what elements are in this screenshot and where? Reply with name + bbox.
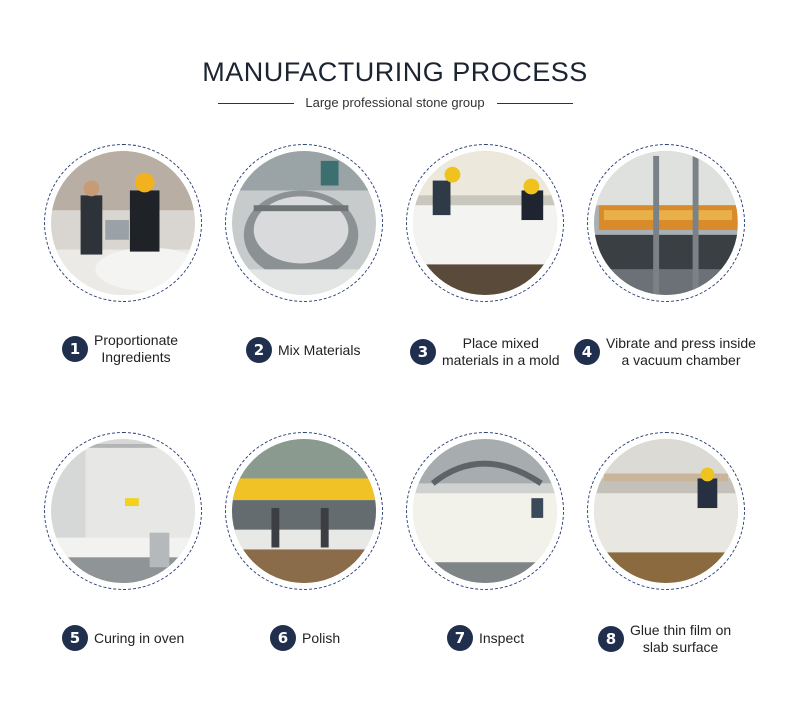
step-2-text: Mix Materials: [278, 341, 361, 358]
step-6-photo: [225, 432, 383, 590]
step-7-label: 7 Inspect: [447, 625, 524, 651]
step-7-photo: [406, 432, 564, 590]
step-2-number-badge: 2: [246, 337, 272, 363]
step-2-label: 2 Mix Materials: [246, 337, 360, 363]
step-7-text: Inspect: [479, 629, 525, 646]
step-2-photo: [225, 144, 383, 302]
step-3-photo: [406, 144, 564, 302]
step-5-number-badge: 5: [62, 625, 88, 651]
step-4-number-badge: 4: [574, 339, 600, 365]
step-4-label: 4 Vibrate and press inside a vacuum cham…: [574, 335, 756, 369]
divider-left: [218, 103, 294, 104]
step-1-text: Proportionate Ingredients: [94, 332, 179, 365]
step-3-number-badge: 3: [410, 339, 436, 365]
step-6-text: Polish: [302, 629, 341, 646]
step-8-number-badge: 8: [598, 626, 624, 652]
step-5-label: 5 Curing in oven: [62, 625, 184, 651]
subtitle-row: Large professional stone group: [0, 94, 790, 112]
step-5-photo: [44, 432, 202, 590]
page-subtitle: Large professional stone group: [305, 95, 485, 110]
step-1-photo: [44, 144, 202, 302]
header: MANUFACTURING PROCESS: [0, 56, 790, 88]
step-4-photo: [587, 144, 745, 302]
step-3-text: Place mixed materials in a mold: [442, 335, 560, 368]
step-6-number-badge: 6: [270, 625, 296, 651]
step-8-text: Glue thin film on slab surface: [630, 622, 732, 655]
page-title: MANUFACTURING PROCESS: [202, 57, 588, 87]
step-1-label: 1 Proportionate Ingredients: [62, 332, 178, 366]
step-1-number-badge: 1: [62, 336, 88, 362]
step-5-text: Curing in oven: [94, 629, 185, 646]
divider-right: [497, 103, 573, 104]
step-7-number-badge: 7: [447, 625, 473, 651]
step-8-label: 8 Glue thin film on slab surface: [598, 622, 731, 656]
step-8-photo: [587, 432, 745, 590]
step-4-text: Vibrate and press inside a vacuum chambe…: [606, 335, 756, 368]
step-3-label: 3 Place mixed materials in a mold: [410, 335, 560, 369]
step-6-label: 6 Polish: [270, 625, 340, 651]
